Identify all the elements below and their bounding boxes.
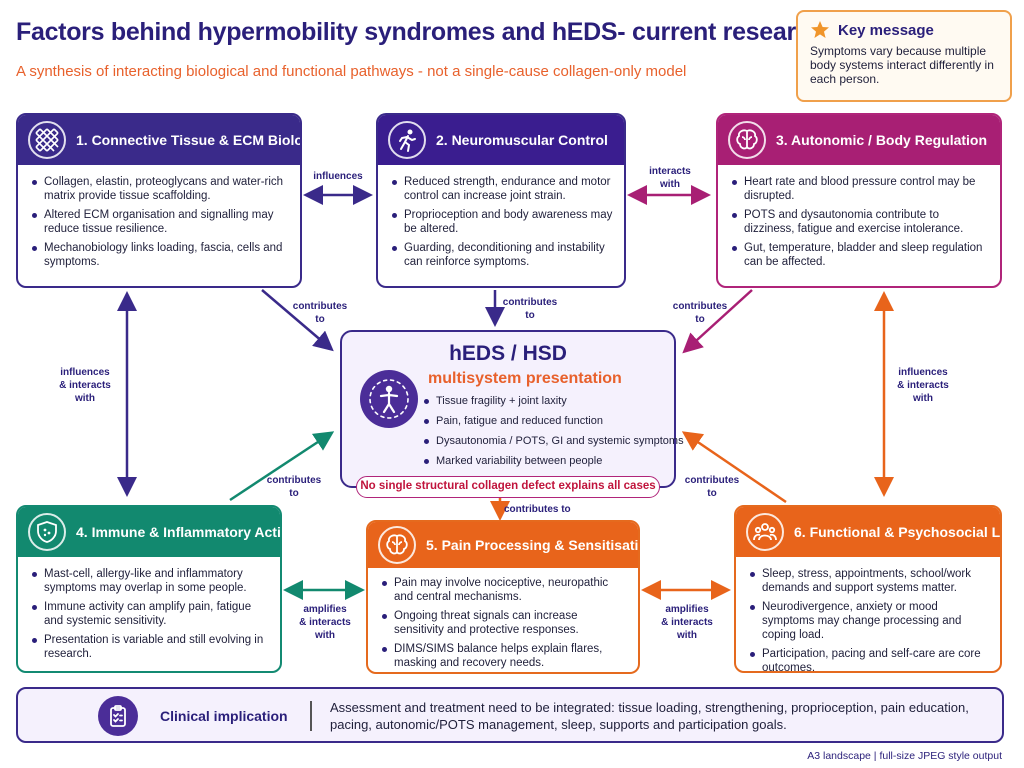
footer-note: A3 landscape | full-size JPEG style outp… (807, 750, 1002, 762)
brain-icon (728, 121, 766, 159)
list-item: Mechanobiology links loading, fascia, ce… (30, 241, 290, 269)
box-neuromuscular: 2. Neuromuscular Control Reduced strengt… (376, 113, 626, 288)
box-pain-processing: 5. Pain Processing & Sensitisation Pain … (366, 520, 640, 674)
box-label: 1. Connective Tissue & ECM Biology (76, 132, 302, 148)
runner-icon (388, 121, 426, 159)
list-item: Mast-cell, allergy-like and inflammatory… (30, 567, 270, 595)
list-item: Neurodivergence, anxiety or mood symptom… (748, 600, 990, 642)
divider (310, 701, 312, 731)
clipboard-icon (98, 696, 138, 736)
list-item: Sleep, stress, appointments, school/work… (748, 567, 990, 595)
arrow-3-center (682, 289, 753, 354)
person-icon (360, 370, 418, 428)
mesh-icon (28, 121, 66, 159)
box-label: 2. Neuromuscular Control (436, 132, 608, 148)
list-item: Pain, fatigue and reduced function (422, 414, 684, 428)
arrow-1-center (261, 289, 334, 352)
list-item: Presentation is variable and still evolv… (30, 633, 270, 661)
list-item: Collagen, elastin, proteoglycans and wat… (30, 175, 290, 203)
collagen-note-pill: No single structural collagen defect exp… (356, 476, 660, 498)
center-presentation-box: hEDS / HSD multisystem presentation Tiss… (340, 330, 684, 488)
center-title: hEDS / HSD (449, 342, 567, 365)
clinical-text: Assessment and treatment need to be inte… (330, 700, 969, 732)
arrow-6-center (681, 431, 787, 504)
list-item: Gut, temperature, bladder and sleep regu… (730, 241, 990, 269)
list-item: Altered ECM organisation and signalling … (30, 208, 290, 236)
box-label: 5. Pain Processing & Sensitisation (426, 537, 640, 553)
list-item: Ongoing threat signals can increase sens… (380, 609, 628, 637)
page-title: Factors behind hypermobility syndromes a… (16, 18, 825, 46)
list-item: POTS and dysautonomia contribute to dizz… (730, 208, 990, 236)
box-connective-tissue: 1. Connective Tissue & ECM Biology Colla… (16, 113, 302, 288)
list-item: Immune activity can amplify pain, fatigu… (30, 600, 270, 628)
box-label: 4. Immune & Inflammatory Activity (76, 524, 281, 540)
list-item: Tissue fragility + joint laxity (422, 394, 684, 408)
list-item: DIMS/SIMS balance helps explain flares, … (380, 642, 628, 670)
list-item: Guarding, deconditioning and instability… (390, 241, 614, 269)
center-subtitle: multisystem presentation (428, 370, 622, 387)
list-item: Heart rate and blood pressure control ma… (730, 175, 990, 203)
box-autonomic: 3. Autonomic / Body Regulation Heart rat… (716, 113, 1002, 288)
list-item: Participation, pacing and self-care are … (748, 647, 990, 671)
star-icon (811, 21, 829, 38)
link-label-contributes-5: contributes to (504, 504, 571, 515)
clinical-implication-bar: Clinical implication Assessment and trea… (16, 687, 1004, 743)
list-item: Reduced strength, endurance and motor co… (390, 175, 614, 203)
arrow-4-center (229, 431, 335, 502)
box-functional-psychosocial: 6. Functional & Psychosocial Load Sleep,… (734, 505, 1002, 673)
list-item: Pain may involve nociceptive, neuropathi… (380, 576, 628, 604)
key-message-text: Symptoms vary because multiple body syst… (810, 44, 994, 86)
box-label: 6. Functional & Psychosocial Load (794, 524, 1002, 540)
page-subtitle: A synthesis of interacting biological an… (16, 63, 687, 80)
box-immune: 4. Immune & Inflammatory Activity Mast-c… (16, 505, 282, 673)
list-item: Proprioception and body awareness may be… (390, 208, 614, 236)
people-icon (746, 513, 784, 551)
list-item: Dysautonomia / POTS, GI and systemic sym… (422, 434, 684, 448)
list-item: Marked variability between people (422, 454, 684, 468)
shield-icon (28, 513, 66, 551)
box-label: 3. Autonomic / Body Regulation (776, 132, 988, 148)
link-label-influences: influences (313, 171, 363, 182)
brain-icon (378, 526, 416, 564)
key-message-box: Key message Symptoms vary because multip… (796, 10, 1012, 102)
clinical-title: Clinical implication (160, 708, 288, 724)
key-message-title: Key message (838, 21, 934, 39)
